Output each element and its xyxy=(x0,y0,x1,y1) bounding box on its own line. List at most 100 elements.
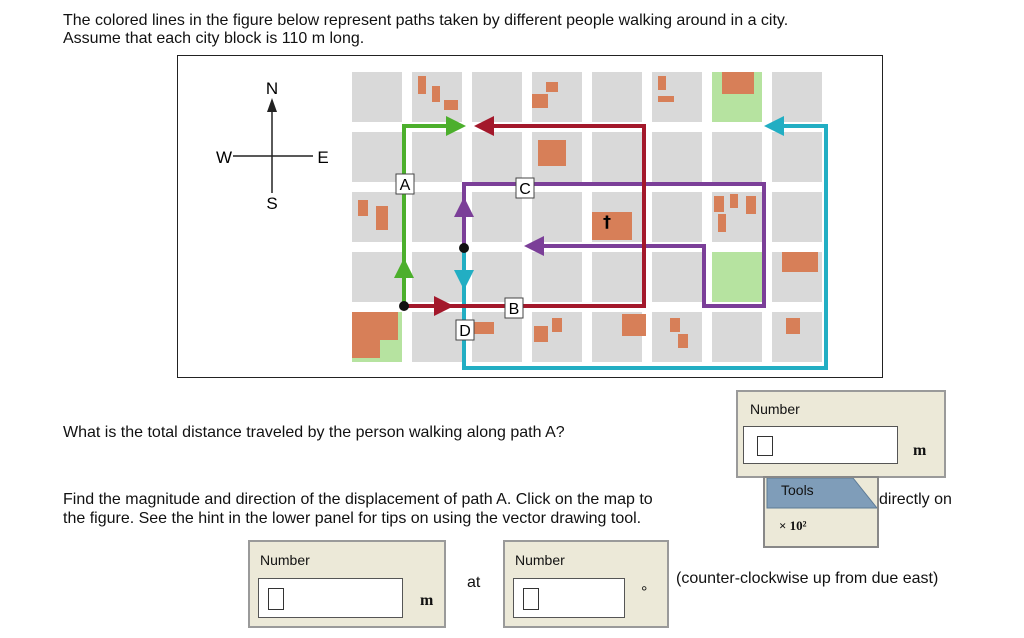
city-block xyxy=(412,192,462,242)
tools-label[interactable]: Tools xyxy=(781,482,814,498)
tools-tab[interactable] xyxy=(765,478,877,512)
city-block xyxy=(472,132,522,182)
start-point-dot xyxy=(459,243,469,253)
building xyxy=(658,76,666,90)
path-d-label: D xyxy=(459,323,471,340)
at-label: at xyxy=(467,574,481,591)
city-block xyxy=(772,132,822,182)
city-block xyxy=(472,192,522,242)
direction-answer-panel: Number ° xyxy=(503,540,669,628)
start-point-dot xyxy=(399,301,409,311)
compass-south-label: S xyxy=(266,194,277,213)
building xyxy=(714,196,724,212)
magnitude-unit: m xyxy=(420,592,434,609)
intro-line-1: The colored lines in the figure below re… xyxy=(63,12,789,29)
city-block xyxy=(712,132,762,182)
distance-input-cursor xyxy=(757,436,773,456)
path-labels: A C B D xyxy=(395,173,535,341)
city-block xyxy=(532,192,582,242)
magnitude-answer-panel: Number m xyxy=(248,540,446,628)
building xyxy=(622,314,646,336)
direction-note: (counter-clockwise up from due east) xyxy=(676,570,939,587)
question-1-text: What is the total distance traveled by t… xyxy=(63,424,565,441)
path-b-line xyxy=(404,116,646,308)
building xyxy=(444,100,458,110)
city-block xyxy=(352,72,402,122)
building xyxy=(658,96,674,102)
city-block xyxy=(772,192,822,242)
building xyxy=(534,326,548,342)
building xyxy=(352,312,398,358)
building xyxy=(418,76,426,94)
direction-input-cursor xyxy=(523,588,539,610)
path-c-line xyxy=(462,182,766,308)
building xyxy=(532,94,548,108)
park xyxy=(712,252,762,302)
path-b-label: B xyxy=(509,301,520,318)
distance-number-label: Number xyxy=(750,401,800,417)
compass-east-label: E xyxy=(317,148,328,167)
building xyxy=(786,318,800,334)
building xyxy=(718,214,726,232)
sci-notation-button[interactable]: × 10² xyxy=(779,518,807,533)
city-block xyxy=(652,192,702,242)
north-arrow-icon xyxy=(267,98,277,112)
building xyxy=(678,334,688,348)
building xyxy=(730,194,738,208)
building xyxy=(722,72,754,94)
question-2-line-1-end: directly on xyxy=(879,491,952,508)
building xyxy=(782,252,818,272)
map-features: † xyxy=(352,72,818,362)
walking-paths xyxy=(394,116,828,370)
path-c-label: C xyxy=(519,181,531,198)
building xyxy=(432,86,440,102)
question-2-line-2: the figure. See the hint in the lower pa… xyxy=(63,510,642,527)
city-block xyxy=(352,132,402,182)
church-icon: † xyxy=(603,212,611,231)
city-block xyxy=(652,252,702,302)
building xyxy=(552,318,562,332)
question-2-line-1: Find the magnitude and direction of the … xyxy=(63,491,653,508)
city-block xyxy=(472,72,522,122)
direction-input[interactable] xyxy=(513,578,625,618)
intro-line-2: Assume that each city block is 110 m lon… xyxy=(63,30,365,47)
building xyxy=(474,322,494,334)
building xyxy=(746,196,756,214)
city-block xyxy=(472,312,522,362)
degree-unit: ° xyxy=(641,584,648,601)
city-block xyxy=(772,72,822,122)
compass-north-label: N xyxy=(266,79,278,98)
city-map[interactable]: † N S E W A C B D xyxy=(177,55,883,378)
building xyxy=(538,140,566,166)
compass-west-label: W xyxy=(216,148,232,167)
city-block xyxy=(352,252,402,302)
city-block xyxy=(592,132,642,182)
compass-rose: N S E W xyxy=(216,79,329,213)
city-block xyxy=(652,132,702,182)
city-block xyxy=(712,312,762,362)
city-blocks xyxy=(352,72,822,362)
distance-unit: m xyxy=(913,442,927,459)
tools-dropdown: Tools × 10² xyxy=(763,476,879,548)
path-a-line xyxy=(402,116,466,306)
city-block xyxy=(592,72,642,122)
magnitude-input-cursor xyxy=(268,588,284,610)
city-block xyxy=(412,312,462,362)
city-block xyxy=(412,132,462,182)
building xyxy=(358,200,368,216)
path-a-label: A xyxy=(400,177,411,194)
magnitude-input[interactable] xyxy=(258,578,403,618)
building xyxy=(592,212,632,240)
distance-answer-panel: Number m xyxy=(736,390,946,478)
city-block xyxy=(532,252,582,302)
distance-input[interactable] xyxy=(743,426,898,464)
building xyxy=(670,318,680,332)
city-block xyxy=(592,252,642,302)
city-block xyxy=(472,252,522,302)
city-map-canvas[interactable]: † N S E W A C B D xyxy=(178,56,882,377)
building xyxy=(546,82,558,92)
direction-number-label: Number xyxy=(515,552,565,568)
city-block xyxy=(412,252,462,302)
magnitude-number-label: Number xyxy=(260,552,310,568)
building xyxy=(376,206,388,230)
